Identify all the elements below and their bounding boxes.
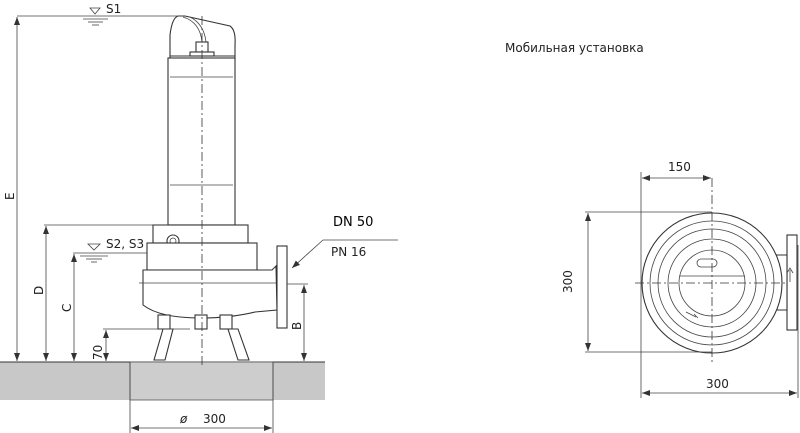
pump-top-view bbox=[635, 178, 798, 362]
dimension-c-label: C bbox=[60, 304, 74, 312]
level-s1: S1 bbox=[17, 2, 178, 26]
outlet-callout: DN 50 PN 16 bbox=[291, 215, 398, 269]
dimension-300-vertical: 300 bbox=[561, 211, 712, 353]
base-diameter-dimension: ø 300 bbox=[131, 412, 272, 431]
dimension-d-label: D bbox=[32, 286, 46, 295]
dimension-c: C bbox=[60, 254, 77, 361]
outlet-dn-label: DN 50 bbox=[333, 215, 373, 230]
outlet-pn-label: PN 16 bbox=[331, 245, 366, 259]
pump-side-view bbox=[139, 15, 288, 366]
dimension-e: E bbox=[3, 17, 20, 361]
drawing-title: Мобильная установка bbox=[505, 41, 644, 55]
dimension-150-label: 150 bbox=[668, 160, 691, 174]
diameter-symbol: ø bbox=[179, 412, 188, 426]
dimension-d: D bbox=[32, 224, 168, 361]
dimension-150: 150 bbox=[640, 160, 711, 398]
dimension-b: B bbox=[287, 283, 308, 361]
dimension-70-label: 70 bbox=[91, 345, 105, 360]
dimension-e-label: E bbox=[3, 192, 17, 200]
level-s2-s3: S2, S3 bbox=[73, 237, 147, 263]
dimension-b-label: B bbox=[290, 322, 304, 330]
level-s2-s3-label: S2, S3 bbox=[106, 237, 144, 251]
level-s1-label: S1 bbox=[106, 2, 121, 16]
dimension-300-horizontal-label: 300 bbox=[706, 377, 729, 391]
dimension-300-vertical-label: 300 bbox=[561, 270, 575, 293]
ground bbox=[0, 361, 325, 433]
dimension-300-horizontal: 300 bbox=[642, 245, 799, 398]
dimension-70: 70 bbox=[91, 328, 190, 361]
base-diameter-label: 300 bbox=[203, 412, 226, 426]
